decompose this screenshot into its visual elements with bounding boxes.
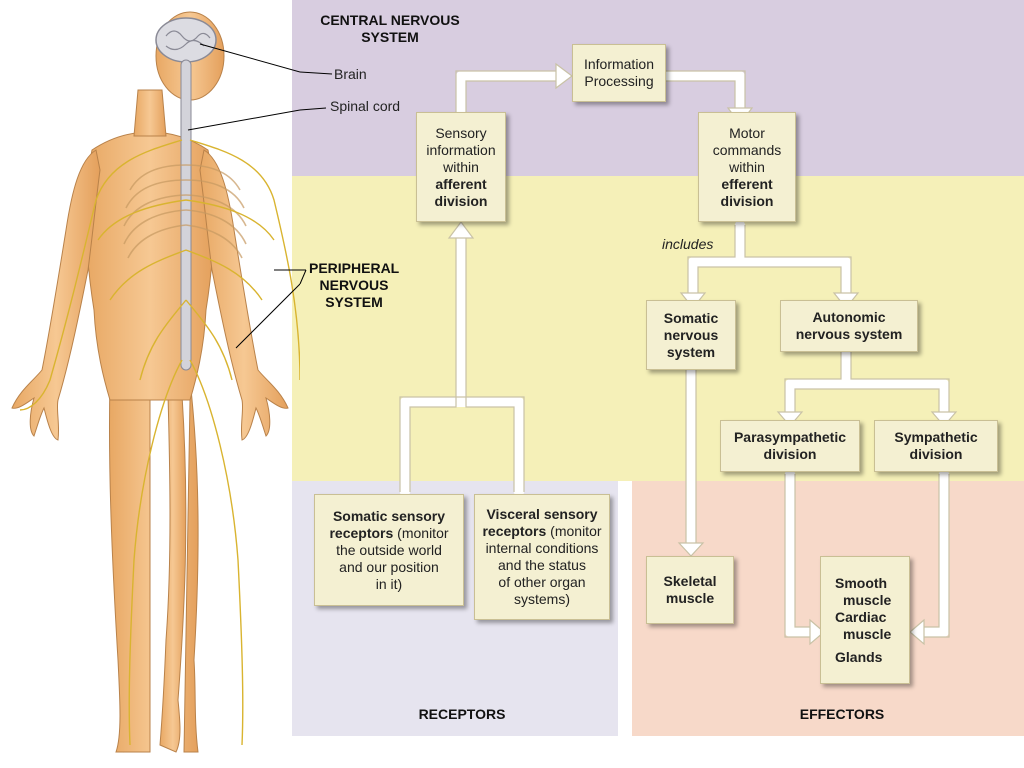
pns-heading-line-2: NERVOUS <box>319 277 389 293</box>
autonomic-nervous-system-box: Autonomic nervous system <box>780 300 918 352</box>
effector-organs-box: Smooth muscle Cardiac muscle Glands <box>820 556 910 684</box>
sensory-line-1: Sensory <box>435 124 487 141</box>
pns-heading: PERIPHERAL NERVOUS SYSTEM <box>302 260 406 311</box>
visceral-receptors-bold-2: receptors <box>482 523 547 539</box>
sympathetic-division-box: Sympathetic division <box>874 420 998 472</box>
sensory-line-4: afferent <box>435 175 487 192</box>
sensory-line-5: division <box>434 192 488 209</box>
visceral-receptors-rest-1: (monitor <box>546 523 602 539</box>
visceral-receptors-line-5: of other organ <box>498 574 586 590</box>
cns-heading-line-2: SYSTEM <box>361 29 419 45</box>
parasympathetic-line-2: division <box>763 446 817 462</box>
effectors-cardiac-muscle: muscle <box>843 625 892 642</box>
cns-heading-line-1: CENTRAL NERVOUS <box>320 12 460 28</box>
somatic-ns-line-2: nervous <box>663 326 719 343</box>
somatic-receptors-bold-1: Somatic sensory <box>332 507 446 524</box>
somatic-receptors-line-4: and our position <box>339 558 439 575</box>
visceral-sensory-receptors-box: Visceral sensory receptors (monitor inte… <box>474 494 610 620</box>
autonomic-ns-line-2: nervous system <box>795 326 903 342</box>
sensory-line-3: within <box>443 158 479 175</box>
visceral-receptors-line-6: systems) <box>514 591 570 607</box>
somatic-sensory-receptors-box: Somatic sensory receptors (monitor the o… <box>314 494 464 606</box>
somatic-receptors-line-1: Somatic sensory <box>333 508 445 525</box>
effectors-glands: Glands <box>835 648 883 665</box>
info-processing-line-2: Processing <box>584 73 654 89</box>
sympathetic-line-2: division <box>909 446 963 462</box>
pns-heading-line-1: PERIPHERAL <box>309 260 399 276</box>
skeletal-line-1: Skeletal <box>663 573 717 589</box>
effectors-smooth: Smooth <box>835 574 888 591</box>
spinal-cord-label-line-1: Spinal <box>330 98 369 114</box>
somatic-receptors-line-2: receptors (monitor <box>329 525 448 542</box>
visceral-receptors-line-1: Visceral sensory <box>486 506 597 523</box>
visceral-receptors-line-4: and the status <box>498 557 586 573</box>
somatic-nervous-system-box: Somatic nervous system <box>646 300 736 370</box>
includes-label: includes <box>662 236 714 252</box>
motor-line-5: division <box>720 192 774 209</box>
somatic-ns-line-1: Somatic <box>663 309 719 326</box>
visceral-receptors-bold-1: Visceral sensory <box>486 506 598 522</box>
autonomic-ns-line-1: Autonomic <box>812 309 886 325</box>
sensory-line-2: information <box>426 141 496 158</box>
skeletal-muscle-box: Skeletal muscle <box>646 556 734 624</box>
visceral-receptors-line-2: receptors (monitor <box>482 523 601 540</box>
info-processing-line-1: Information <box>583 56 655 72</box>
spinal-cord-label: Spinal cord <box>330 98 400 115</box>
receptors-heading: RECEPTORS <box>418 706 506 722</box>
pns-heading-line-3: SYSTEM <box>325 294 383 310</box>
cns-heading: CENTRAL NERVOUS SYSTEM <box>300 12 480 46</box>
parasympathetic-line-1: Parasympathetic <box>733 429 847 445</box>
sensory-information-box: Sensory information within afferent divi… <box>416 112 506 222</box>
parasympathetic-division-box: Parasympathetic division <box>720 420 860 472</box>
effectors-cardiac: Cardiac <box>835 608 887 625</box>
human-body-illustration <box>11 11 300 753</box>
motor-line-2: commands <box>712 141 782 158</box>
motor-line-4: efferent <box>721 175 773 192</box>
somatic-receptors-line-5: in it) <box>375 575 403 592</box>
motor-commands-box: Motor commands within efferent division <box>698 112 796 222</box>
spinal-cord-label-line-2: cord <box>372 98 401 114</box>
somatic-ns-line-3: system <box>666 343 716 360</box>
visceral-receptors-line-3: internal conditions <box>485 540 599 556</box>
sympathetic-line-1: Sympathetic <box>894 429 978 445</box>
somatic-receptors-line-3: the outside world <box>336 541 442 558</box>
somatic-receptors-rest-1: (monitor <box>393 524 449 541</box>
skeletal-line-2: muscle <box>665 590 715 606</box>
effectors-smooth-muscle: muscle <box>843 591 892 608</box>
motor-line-3: within <box>729 158 765 175</box>
somatic-receptors-bold-2: receptors <box>329 524 394 541</box>
motor-line-1: Motor <box>729 124 765 141</box>
effectors-heading: EFFECTORS <box>799 706 885 722</box>
brain-label: Brain <box>334 66 367 82</box>
information-processing-box: Information Processing <box>572 44 666 102</box>
